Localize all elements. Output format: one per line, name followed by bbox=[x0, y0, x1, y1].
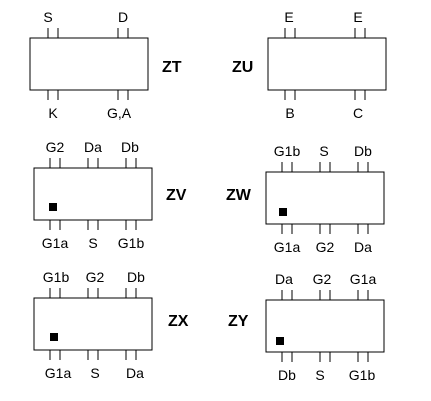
package-body bbox=[267, 37, 387, 91]
component-name: ZU bbox=[232, 59, 253, 76]
pin1-marker bbox=[276, 337, 284, 345]
bottom-pin-label: C bbox=[353, 105, 363, 121]
package-body bbox=[265, 171, 385, 225]
bottom-pin-label: G1b bbox=[118, 235, 145, 251]
pin1-marker bbox=[50, 333, 58, 341]
package-body bbox=[265, 299, 385, 353]
top-pin-label: S bbox=[43, 9, 52, 25]
top-pin-label: Db bbox=[127, 269, 145, 285]
component-zt: S D K G,A ZT bbox=[29, 9, 182, 121]
component-name: ZV bbox=[166, 187, 187, 204]
bottom-pin-label: S bbox=[315, 367, 324, 383]
package-body bbox=[29, 37, 149, 91]
top-pin-label: G2 bbox=[46, 139, 65, 155]
top-pin-label: D bbox=[118, 9, 128, 25]
component-zu: E E B C ZU bbox=[232, 9, 387, 121]
package-body bbox=[33, 297, 153, 351]
component-name: ZY bbox=[228, 313, 249, 330]
bottom-pin-label: B bbox=[285, 105, 294, 121]
bottom-pin-label: G2 bbox=[316, 239, 335, 255]
package-body bbox=[33, 167, 153, 221]
top-pin-label: E bbox=[353, 9, 362, 25]
bottom-pin-label: G1a bbox=[45, 365, 72, 381]
top-pin-label: G1a bbox=[350, 271, 377, 287]
top-pin-label: G2 bbox=[86, 269, 105, 285]
bottom-pin-label: G1b bbox=[349, 367, 376, 383]
bottom-pin-label: Da bbox=[354, 239, 372, 255]
component-name: ZW bbox=[226, 187, 252, 204]
top-pin-label: Da bbox=[84, 139, 102, 155]
pin1-marker bbox=[279, 208, 287, 216]
bottom-pin-label: Da bbox=[126, 365, 144, 381]
bottom-pin-label: G,A bbox=[107, 105, 132, 121]
bottom-pin-label: G1a bbox=[274, 239, 301, 255]
bottom-pin-label: G1a bbox=[42, 235, 69, 251]
bottom-pin-label: K bbox=[48, 105, 58, 121]
top-pin-label: S bbox=[319, 143, 328, 159]
component-name: ZX bbox=[168, 313, 189, 330]
component-name: ZT bbox=[162, 59, 182, 76]
bottom-pin-label: S bbox=[90, 365, 99, 381]
bottom-pin-label: Db bbox=[278, 367, 296, 383]
top-pin-label: Db bbox=[121, 139, 139, 155]
bottom-pin-label: S bbox=[88, 235, 97, 251]
pin1-marker bbox=[49, 203, 57, 211]
top-pin-label: Db bbox=[354, 143, 372, 159]
top-pin-label: Da bbox=[275, 271, 293, 287]
top-pin-label: E bbox=[284, 9, 293, 25]
top-pin-label: G2 bbox=[313, 271, 332, 287]
top-pin-label: G1b bbox=[274, 143, 301, 159]
top-pin-label: G1b bbox=[43, 269, 70, 285]
